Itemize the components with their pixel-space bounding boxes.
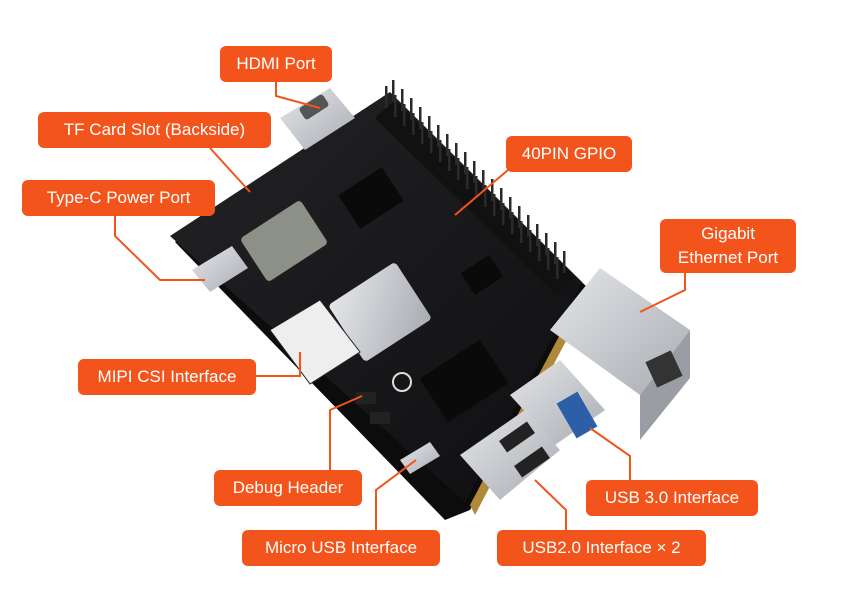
type-c-power-port-label: Type-C Power Port [22,180,215,216]
gpio-pin [410,98,413,120]
gpio-pin [392,80,395,102]
usb3-connector [510,360,605,445]
gpio-pin [455,143,458,165]
debug-leader [329,395,363,470]
gpio-pin [385,86,388,108]
ethernet-label-line2: Ethernet Port [677,248,779,267]
gpio-pin [428,116,431,138]
gpio-pin [545,233,548,255]
gpio-pin [529,230,532,252]
micro-usb-label: Micro USB Interface [242,530,440,566]
gpio-pin [437,125,440,147]
usb2-connectors [460,410,560,500]
gpio-pin [475,176,478,198]
mipi-connector [269,299,361,385]
leader-lines [114,82,686,530]
usb2-interface-label: USB2.0 Interface × 2 [497,530,706,566]
type-c-connector [192,246,248,292]
gpio-pin [473,161,476,183]
gpio-pin [448,149,451,171]
tf-card-slot-label: TF Card Slot (Backside) [38,112,271,148]
logo-mark [392,372,412,392]
ethernet-leader [639,273,686,313]
gpio-pin [554,242,557,264]
hdmi-leader [275,82,321,109]
gpio-pin [493,194,496,216]
gpio-pin [394,95,397,117]
gpio-label: 40PIN GPIO [506,136,632,172]
gpio-pin [401,89,404,111]
gpio-pin [520,221,523,243]
hdmi-port-label: HDMI Port [220,46,332,82]
gpio-pin [466,167,469,189]
gpio-pin [538,239,541,261]
gpio-pin [509,197,512,219]
gpio-pin [502,203,505,225]
gpio-pins [385,80,566,279]
gpio-leader [454,164,515,216]
usb3-leader [589,427,631,480]
gpio-pin [464,152,467,174]
gpio-pin [439,140,442,162]
chip-small [460,254,504,296]
tf-card-leader [209,147,251,193]
gpio-pin [419,107,422,129]
type-c-leader [114,214,205,281]
gpio-pin [536,224,539,246]
chip-top [338,167,404,229]
usb2-leader [534,479,567,530]
wifi-module [241,201,327,281]
micro-usb-leader [375,459,417,530]
ethernet-label-line1: Gigabit [701,224,755,243]
debug-header-label: Debug Header [214,470,362,506]
soc-heatspreader [329,263,431,361]
gpio-pin [511,212,514,234]
gpio-pin [482,170,485,192]
gpio-pin [412,113,415,135]
ethernet-port-label: Gigabit Ethernet Port [660,219,796,273]
mipi-csi-label: MIPI CSI Interface [78,359,256,395]
gpio-pin [430,131,433,153]
gpio-pin [547,248,550,270]
usb3-interface-label: USB 3.0 Interface [586,480,758,516]
gpio-pin [527,215,530,237]
ram-chip [419,339,509,423]
mipi-leader [252,352,301,377]
gpio-pin [491,179,494,201]
gpio-pin [446,134,449,156]
gpio-pin [556,257,559,279]
debug-pins [356,392,390,424]
ethernet-connector [550,268,690,440]
gpio-pin [457,158,460,180]
gpio-pin [484,185,487,207]
micro-usb-connector [400,442,440,474]
gpio-pin [500,188,503,210]
gpio-pin [563,251,566,273]
gpio-pin [421,122,424,144]
gpio-pin [518,206,521,228]
gpio-pin [403,104,406,126]
